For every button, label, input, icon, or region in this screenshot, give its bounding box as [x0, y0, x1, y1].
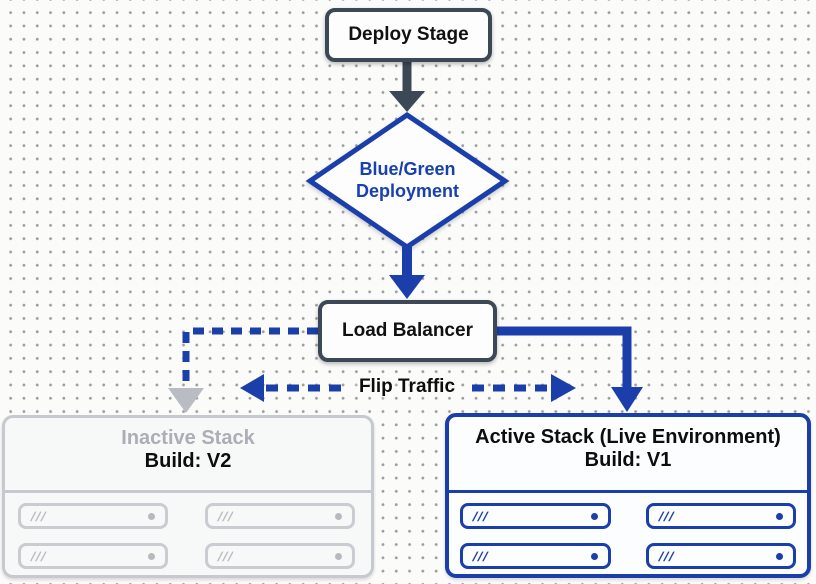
load-balancer-label: Load Balancer — [342, 320, 473, 341]
inactive-stack-build: Build: V2 — [144, 450, 232, 472]
server-led-icon — [590, 512, 598, 520]
connector-loadbalancer-to-active — [497, 326, 643, 412]
active-stack-header: Active Stack (Live Environment) Build: V… — [449, 417, 807, 472]
server-unit: /// — [205, 543, 355, 569]
active-stack-node: Active Stack (Live Environment) Build: V… — [445, 413, 811, 578]
flip-traffic-arrow-right — [472, 374, 576, 402]
server-slashes-icon: /// — [657, 548, 675, 564]
arrow-deploy-to-decision — [389, 60, 425, 112]
inactive-stack-header: Inactive Stack Build: V2 — [5, 418, 371, 473]
server-led-icon — [590, 552, 598, 560]
server-unit: /// — [460, 503, 611, 529]
active-stack-title: Active Stack (Live Environment) — [475, 426, 781, 448]
active-stack-build: Build: V1 — [584, 449, 672, 471]
server-led-icon — [148, 512, 155, 520]
inactive-server-grid: /// /// /// /// — [18, 503, 355, 569]
deploy-stage-label: Deploy Stage — [348, 24, 469, 45]
server-slashes-icon: /// — [657, 508, 675, 524]
server-led-icon — [335, 512, 342, 520]
server-slashes-icon: /// — [29, 548, 48, 564]
inactive-stack-title: Inactive Stack — [121, 427, 255, 449]
active-server-grid: /// /// /// /// — [460, 503, 796, 569]
decision-label-line1: Blue/Green — [359, 159, 456, 179]
load-balancer-node: Load Balancer — [318, 300, 497, 362]
server-unit: /// — [205, 503, 355, 529]
server-unit: /// — [18, 543, 168, 569]
server-slashes-icon: /// — [29, 508, 48, 524]
flip-traffic-arrow-left — [240, 374, 341, 402]
server-led-icon — [148, 552, 155, 560]
connector-loadbalancer-to-inactive — [168, 327, 318, 413]
active-stack-divider — [448, 490, 808, 493]
server-led-icon — [335, 552, 342, 560]
server-slashes-icon: /// — [471, 508, 490, 524]
deploy-stage-node: Deploy Stage — [325, 8, 492, 62]
decision-label-line2: Deployment — [355, 181, 460, 201]
server-slashes-icon: /// — [471, 548, 490, 564]
server-unit: /// — [18, 503, 168, 529]
arrow-decision-to-loadbalancer — [389, 247, 425, 299]
decision-node-label: Blue/Green Deployment — [310, 158, 505, 202]
server-unit: /// — [645, 543, 796, 569]
flip-traffic-label: Flip Traffic — [358, 376, 456, 397]
server-unit: /// — [460, 543, 611, 569]
server-slashes-icon: /// — [216, 548, 235, 564]
inactive-stack-divider — [4, 490, 372, 493]
inactive-stack-node: Inactive Stack Build: V2 /// /// /// /// — [2, 415, 374, 578]
server-led-icon — [776, 552, 783, 560]
server-led-icon — [776, 512, 783, 520]
server-slashes-icon: /// — [216, 508, 235, 524]
server-unit: /// — [645, 503, 796, 529]
